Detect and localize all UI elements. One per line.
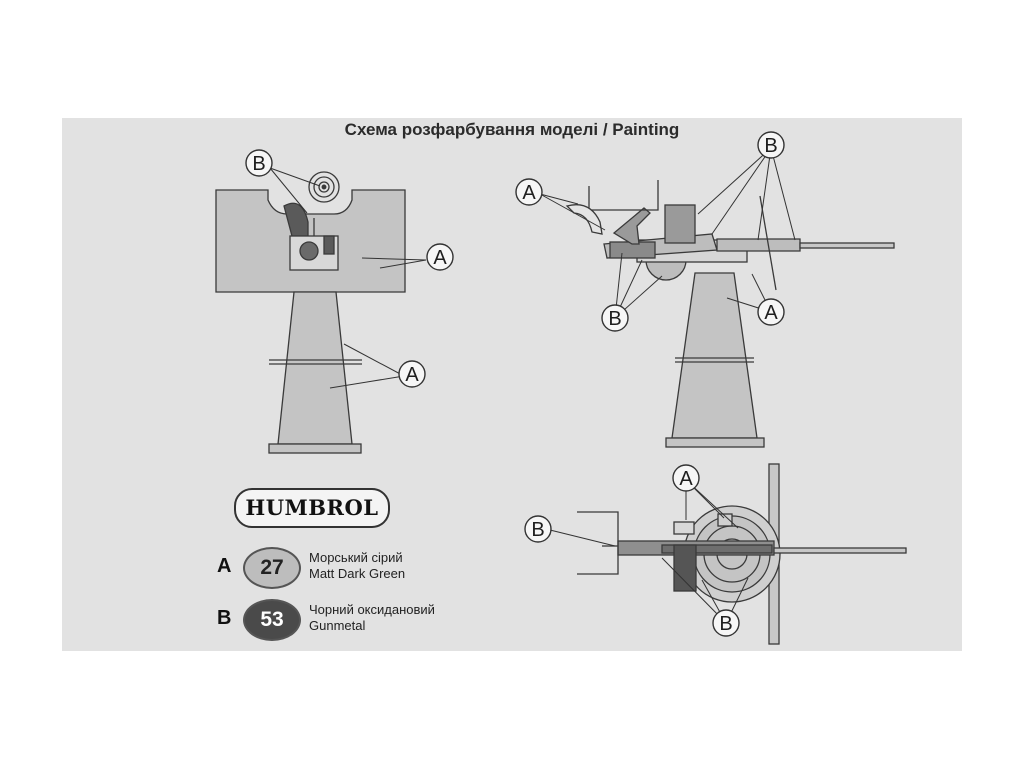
callout-b-side-top: B [757, 131, 785, 159]
top-view-barrel [773, 547, 907, 554]
callout-a-front-top: A [426, 243, 454, 271]
callout-b-top-view-left: B [524, 515, 552, 543]
front-view-breech [299, 241, 319, 261]
side-view-shoulder-rest [565, 204, 603, 235]
front-view-gun [215, 171, 406, 454]
side-view-gun [565, 180, 895, 448]
top-view-magazine [673, 544, 697, 592]
svg-text:B: B [252, 153, 265, 175]
svg-text:A: A [405, 364, 419, 386]
callout-a-side-left: A [515, 178, 543, 206]
svg-text:A: A [764, 302, 778, 324]
paint-name-ua: Чорний оксидановий [309, 602, 435, 617]
side-view-antenna [759, 195, 777, 291]
legend-letter: A [217, 555, 232, 577]
paint-name-en: Matt Dark Green [309, 566, 406, 581]
top-view-cradle [661, 544, 773, 554]
callout-b-side-bottom: B [601, 304, 629, 332]
callout-a-side-right: A [757, 298, 785, 326]
callout-b-front: B [245, 149, 273, 177]
paint-name: Чорний оксидановий Gunmetal [309, 602, 435, 634]
callout-a-top-view: A [672, 464, 700, 492]
callout-labels: B A A B A B A [245, 131, 785, 637]
top-view-frame [577, 511, 619, 575]
paint-name-en: Gunmetal [309, 618, 366, 633]
side-view-sight-bracket [612, 207, 651, 245]
paint-name-ua: Морський сірий [309, 550, 403, 565]
svg-text:A: A [522, 182, 536, 204]
svg-text:A: A [679, 468, 693, 490]
top-view-gun [577, 463, 907, 645]
legend-letter: B [217, 607, 232, 629]
paint-name: Морський сірий Matt Dark Green [309, 550, 405, 582]
svg-text:B: B [531, 519, 544, 541]
svg-text:B: B [719, 613, 732, 635]
front-view-traverse-box [323, 235, 335, 255]
svg-text:B: B [764, 135, 777, 157]
side-view-barrel-tip [799, 242, 895, 249]
brand-badge: HUMBROL [234, 488, 390, 528]
svg-text:B: B [608, 308, 621, 330]
page-title: Схема розфарбування моделі / Painting [344, 120, 680, 139]
front-view-pedestal [277, 291, 353, 445]
paint-swatch: 27 [243, 547, 301, 589]
front-view-base [268, 443, 362, 454]
side-view-ammo-box [664, 204, 696, 244]
callout-b-top-view-bottom: B [712, 609, 740, 637]
side-view-base [665, 437, 765, 448]
paint-swatch: 53 [243, 599, 301, 641]
side-view-barrel [716, 238, 801, 252]
front-view-round-guard [283, 202, 309, 239]
svg-text:A: A [433, 247, 447, 269]
side-view-frame [588, 180, 659, 211]
diagram-canvas: B A A B A B A [215, 131, 907, 645]
painting-scheme-sheet: Схема розфарбування моделі / Painting [62, 118, 962, 651]
callout-a-front-pedestal: A [398, 360, 426, 388]
side-view-pedestal [671, 272, 758, 439]
